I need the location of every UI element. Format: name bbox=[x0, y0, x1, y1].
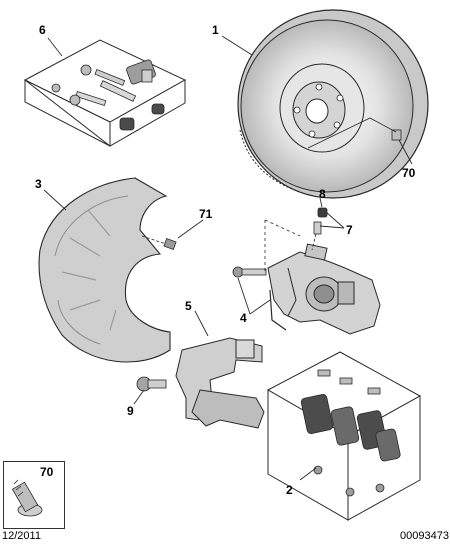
label-part-70: 70 bbox=[402, 166, 416, 180]
label-part-6: 6 bbox=[39, 23, 46, 37]
caliper-carrier bbox=[175, 337, 265, 429]
screw-71 bbox=[163, 238, 177, 250]
inset-label-70: 70 bbox=[40, 465, 54, 479]
inset-box-70: 70 bbox=[3, 461, 65, 529]
leader-lines bbox=[43, 35, 413, 481]
footer-reference: 00093473 bbox=[400, 530, 449, 542]
label-part-2: 2 bbox=[286, 483, 293, 497]
footer-date: 12/2011 bbox=[2, 530, 41, 542]
kit-parts bbox=[51, 59, 165, 131]
dust-shield bbox=[38, 177, 171, 363]
screw-70 bbox=[391, 129, 402, 141]
torx-screw-icon bbox=[11, 479, 43, 517]
brake-pads bbox=[300, 369, 401, 497]
label-part-7: 7 bbox=[346, 223, 353, 237]
label-part-71: 71 bbox=[199, 207, 213, 221]
bleed-screw bbox=[311, 207, 328, 251]
brake-caliper bbox=[267, 243, 381, 335]
label-part-9: 9 bbox=[127, 404, 134, 418]
label-part-5: 5 bbox=[185, 299, 192, 313]
label-part-4: 4 bbox=[240, 311, 247, 325]
label-part-3: 3 bbox=[35, 177, 42, 191]
brake-disc bbox=[237, 9, 429, 199]
caliper-bolts bbox=[232, 266, 267, 278]
carrier-bolt bbox=[136, 376, 167, 392]
label-part-1: 1 bbox=[212, 23, 219, 37]
fitting-kit-box bbox=[23, 39, 187, 147]
label-part-8: 8 bbox=[319, 187, 326, 201]
